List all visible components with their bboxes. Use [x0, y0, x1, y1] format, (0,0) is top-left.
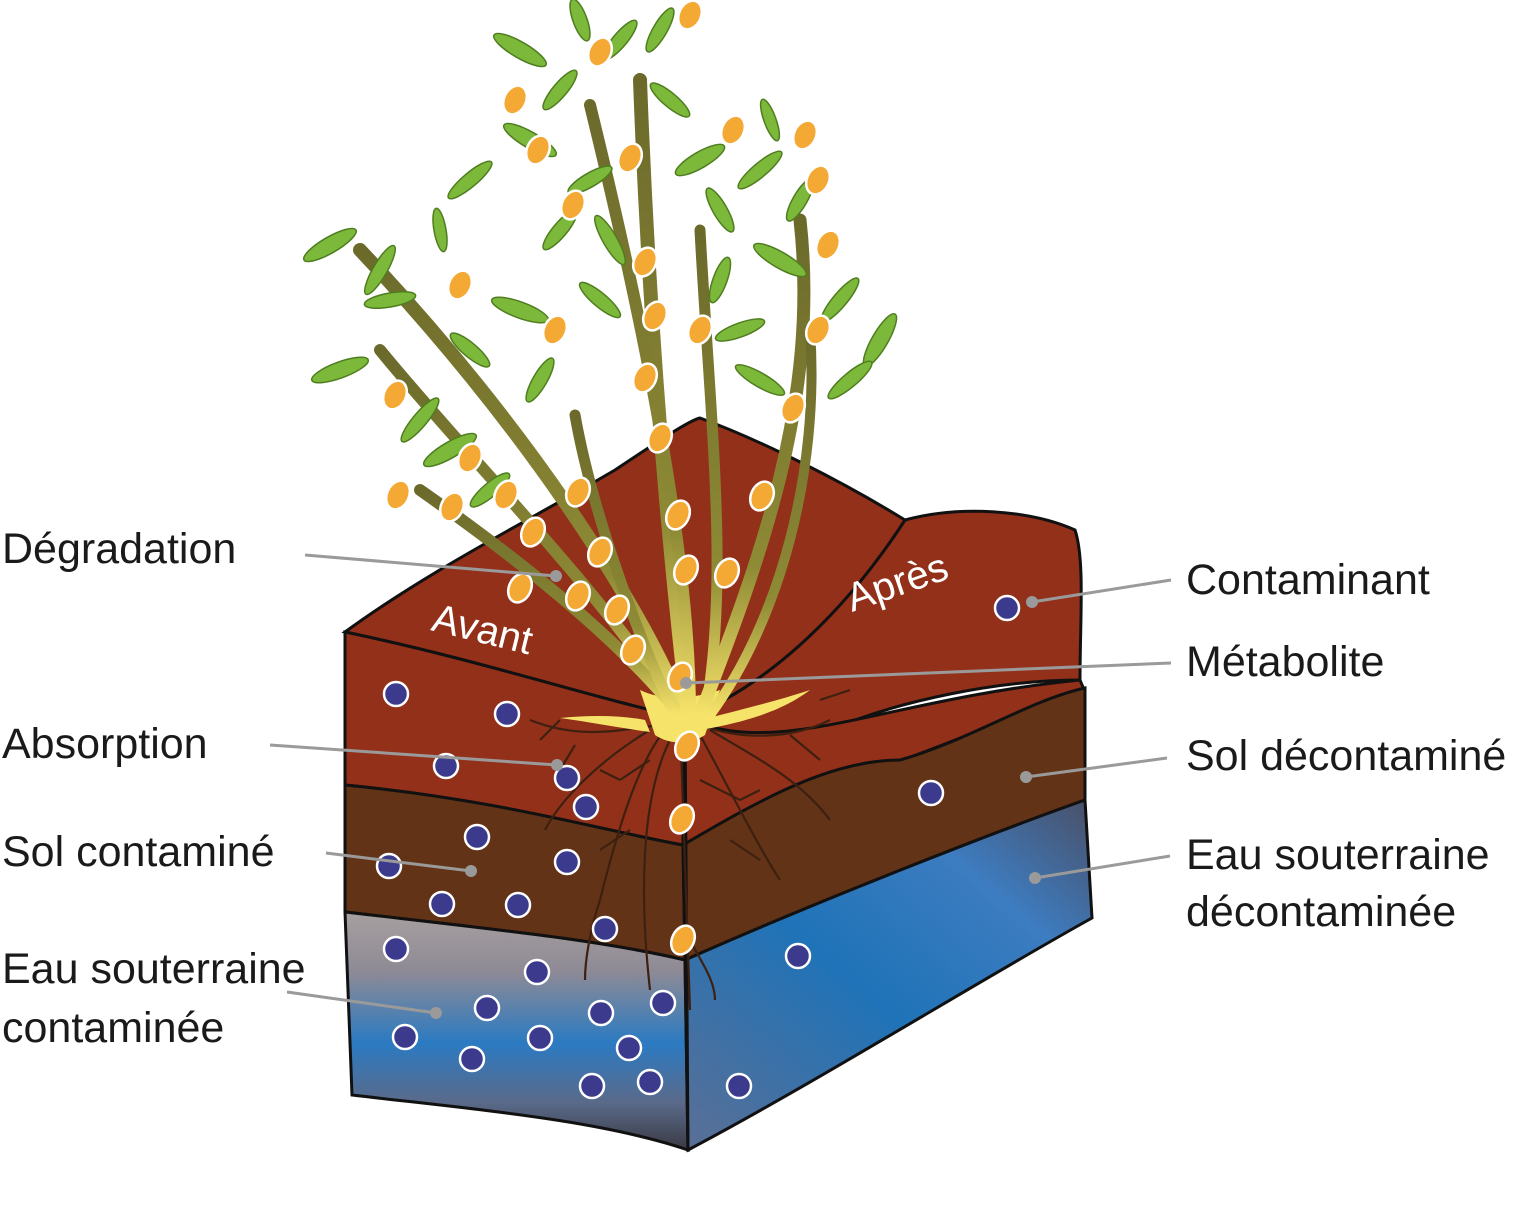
metabolite-icon [672, 554, 700, 586]
metabolite-icon [631, 246, 659, 278]
metabolite-icon [524, 134, 552, 166]
contaminant-icon [553, 764, 581, 792]
water-after-front [683, 797, 1094, 1153]
metabolite-icon [713, 557, 741, 589]
metabolite-icon [619, 634, 647, 666]
metabolite-icon [664, 499, 692, 531]
metabolite-icon [586, 36, 614, 68]
contaminant-icon [523, 958, 551, 986]
contaminant-icon [458, 1045, 486, 1073]
contaminant-icon [649, 989, 677, 1017]
contaminant-icon [473, 994, 501, 1022]
label-metabolite: Métabolite [1186, 638, 1385, 686]
label-eau-decontaminee-line2: décontaminée [1186, 888, 1457, 936]
contaminant-icon [587, 999, 615, 1027]
metabolite-icon [384, 479, 412, 511]
metabolite-icon [446, 269, 474, 301]
metabolite-icon [719, 114, 747, 146]
metabolite-icon [616, 142, 644, 174]
contaminant-icon [615, 1034, 643, 1062]
contaminant-icon [493, 700, 521, 728]
metabolite-icon [779, 392, 807, 424]
metabolite-icon [686, 314, 714, 346]
metabolite-icon [456, 442, 484, 474]
contaminant-icon [578, 1072, 606, 1100]
contaminant-icon [553, 848, 581, 876]
metabolite-icon [669, 924, 697, 956]
contaminant-icon [572, 793, 600, 821]
metabolite-icon [804, 314, 832, 346]
metabolite-icon [791, 119, 819, 151]
label-degradation: Dégradation [2, 525, 237, 573]
metabolite-icon [541, 314, 569, 346]
label-sol-decontamine: Sol décontaminé [1186, 732, 1507, 780]
contaminant-icon [526, 1024, 554, 1052]
metabolite-icon [748, 480, 776, 512]
metabolite-icon [814, 229, 842, 261]
metabolite-icon [501, 84, 529, 116]
label-eau-decontaminee-line1: Eau souterraine [1186, 831, 1490, 879]
metabolite-icon [673, 730, 701, 762]
metabolite-icon [603, 594, 631, 626]
contaminant-icon [428, 890, 456, 918]
metabolite-icon [668, 803, 696, 835]
contaminant-icon [917, 779, 945, 807]
label-contaminant: Contaminant [1186, 556, 1430, 604]
metabolite-icon [646, 422, 674, 454]
metabolite-icon [586, 536, 614, 568]
contaminant-icon [636, 1068, 664, 1096]
contaminant-icon [504, 891, 532, 919]
contaminant-icon [391, 1023, 419, 1051]
contaminant-icon [382, 935, 410, 963]
contaminant-icon [432, 752, 460, 780]
leader-lines [269, 553, 1172, 1015]
metabolite-icon [641, 300, 669, 332]
metabolite-icon [519, 516, 547, 548]
metabolite-icon [676, 0, 704, 31]
contaminant-dots [375, 594, 1021, 1100]
leader-endpoints [430, 570, 1041, 1019]
contaminant-icon [591, 915, 619, 943]
contaminant-icon [993, 594, 1021, 622]
metabolite-icon [381, 379, 409, 411]
metabolite-ovals [381, 0, 842, 956]
label-absorption: Absorption [2, 720, 208, 768]
metabolite-icon [559, 189, 587, 221]
contaminant-icon [375, 852, 403, 880]
metabolite-icon [492, 479, 520, 511]
label-sol-contamine: Sol contaminé [2, 828, 275, 876]
label-eau-contaminee-line1: Eau souterraine [2, 945, 306, 993]
contaminant-icon [725, 1072, 753, 1100]
label-eau-contaminee-line2: contaminée [2, 1004, 225, 1052]
contaminant-icon [463, 823, 491, 851]
metabolite-icon [438, 491, 466, 523]
metabolite-icon [564, 476, 592, 508]
contaminant-icon [382, 680, 410, 708]
metabolite-icon [804, 164, 832, 196]
metabolite-icon [564, 580, 592, 612]
contaminant-icon [784, 942, 812, 970]
metabolite-icon [631, 362, 659, 394]
